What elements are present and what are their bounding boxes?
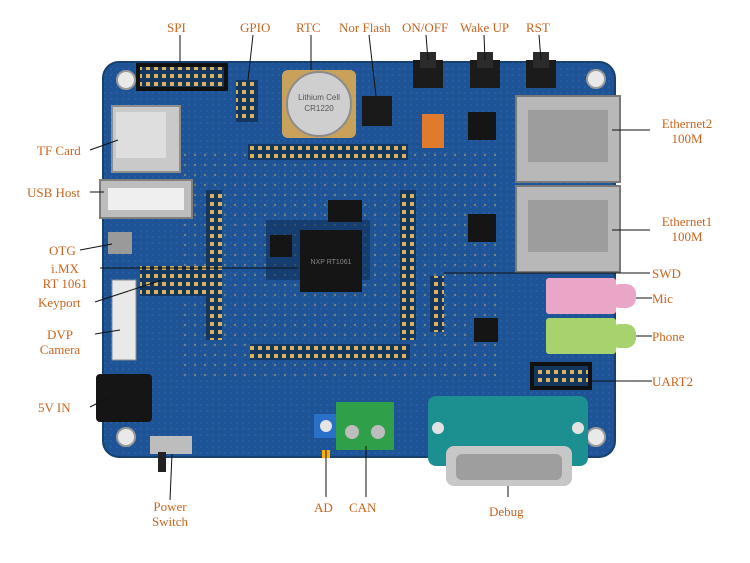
label-eth2-line2: 100M: [671, 131, 703, 146]
callout-lines: [79, 34, 652, 501]
label-power-switch: Power Switch: [140, 499, 200, 529]
svg-text:Lithium Cell: Lithium Cell: [298, 93, 340, 102]
label-imx-rt1061: i.MX RT 1061: [30, 261, 100, 291]
imx-rt1061-chip: [300, 230, 362, 292]
label-keyport: Keyport: [38, 295, 81, 310]
dc-power-jack: [96, 374, 152, 422]
label-power-line1: Power: [153, 499, 187, 514]
swd-header: [430, 276, 444, 332]
gpio-header: [236, 80, 258, 122]
label-spi: SPI: [167, 20, 186, 35]
label-5v-in: 5V IN: [38, 400, 71, 415]
label-imx-line2: RT 1061: [42, 276, 88, 291]
label-power-line2: Switch: [151, 514, 189, 529]
mic-jack: [546, 278, 636, 314]
label-eth2-line1: Ethernet2: [661, 116, 713, 131]
svg-text:CR1220: CR1220: [304, 104, 334, 113]
label-phone: Phone: [652, 329, 685, 344]
nor-flash-chip: [362, 96, 392, 126]
label-dvp-camera: DVP Camera: [30, 327, 90, 357]
label-rst: RST: [526, 20, 550, 35]
label-dvp-line1: DVP: [46, 327, 73, 342]
ethernet1-jack: [515, 185, 621, 273]
label-uart2: UART2: [652, 374, 694, 389]
label-can: CAN: [349, 500, 377, 515]
mounting-holes: [116, 69, 606, 447]
label-eth1-line1: Ethernet1: [661, 214, 713, 229]
label-on-off: ON/OFF: [402, 20, 449, 35]
label-usb-host: USB Host: [27, 185, 81, 200]
svg-text:NXP RT1061: NXP RT1061: [311, 259, 352, 266]
label-ad: AD: [314, 500, 333, 515]
label-otg: OTG: [49, 243, 76, 258]
label-imx-line1: i.MX: [51, 261, 79, 276]
label-dvp-line2: Camera: [39, 342, 81, 357]
label-debug: Debug: [489, 504, 524, 519]
ethernet2-jack: [515, 95, 621, 183]
label-tf-card: TF Card: [37, 143, 81, 158]
rtc-battery: Lithium Cell CR1220: [282, 70, 356, 138]
label-mic: Mic: [652, 291, 673, 306]
label-ethernet1: Ethernet1 100M: [648, 214, 726, 244]
phone-jack: [546, 318, 636, 354]
boot-dip-switch: [422, 114, 444, 148]
label-eth1-line2: 100M: [671, 229, 703, 244]
label-nor-flash: Nor Flash: [339, 20, 391, 35]
otg-port: [108, 232, 132, 254]
power-switch: [150, 436, 192, 454]
label-wake-up: Wake UP: [460, 20, 510, 35]
label-gpio: GPIO: [240, 20, 271, 35]
dvp-camera-connector: [111, 279, 137, 361]
debug-db9-connector: [428, 396, 588, 486]
label-ethernet2: Ethernet2 100M: [648, 116, 726, 146]
label-swd: SWD: [652, 266, 681, 281]
label-rtc: RTC: [296, 20, 321, 35]
can-terminal-block: [336, 402, 394, 450]
